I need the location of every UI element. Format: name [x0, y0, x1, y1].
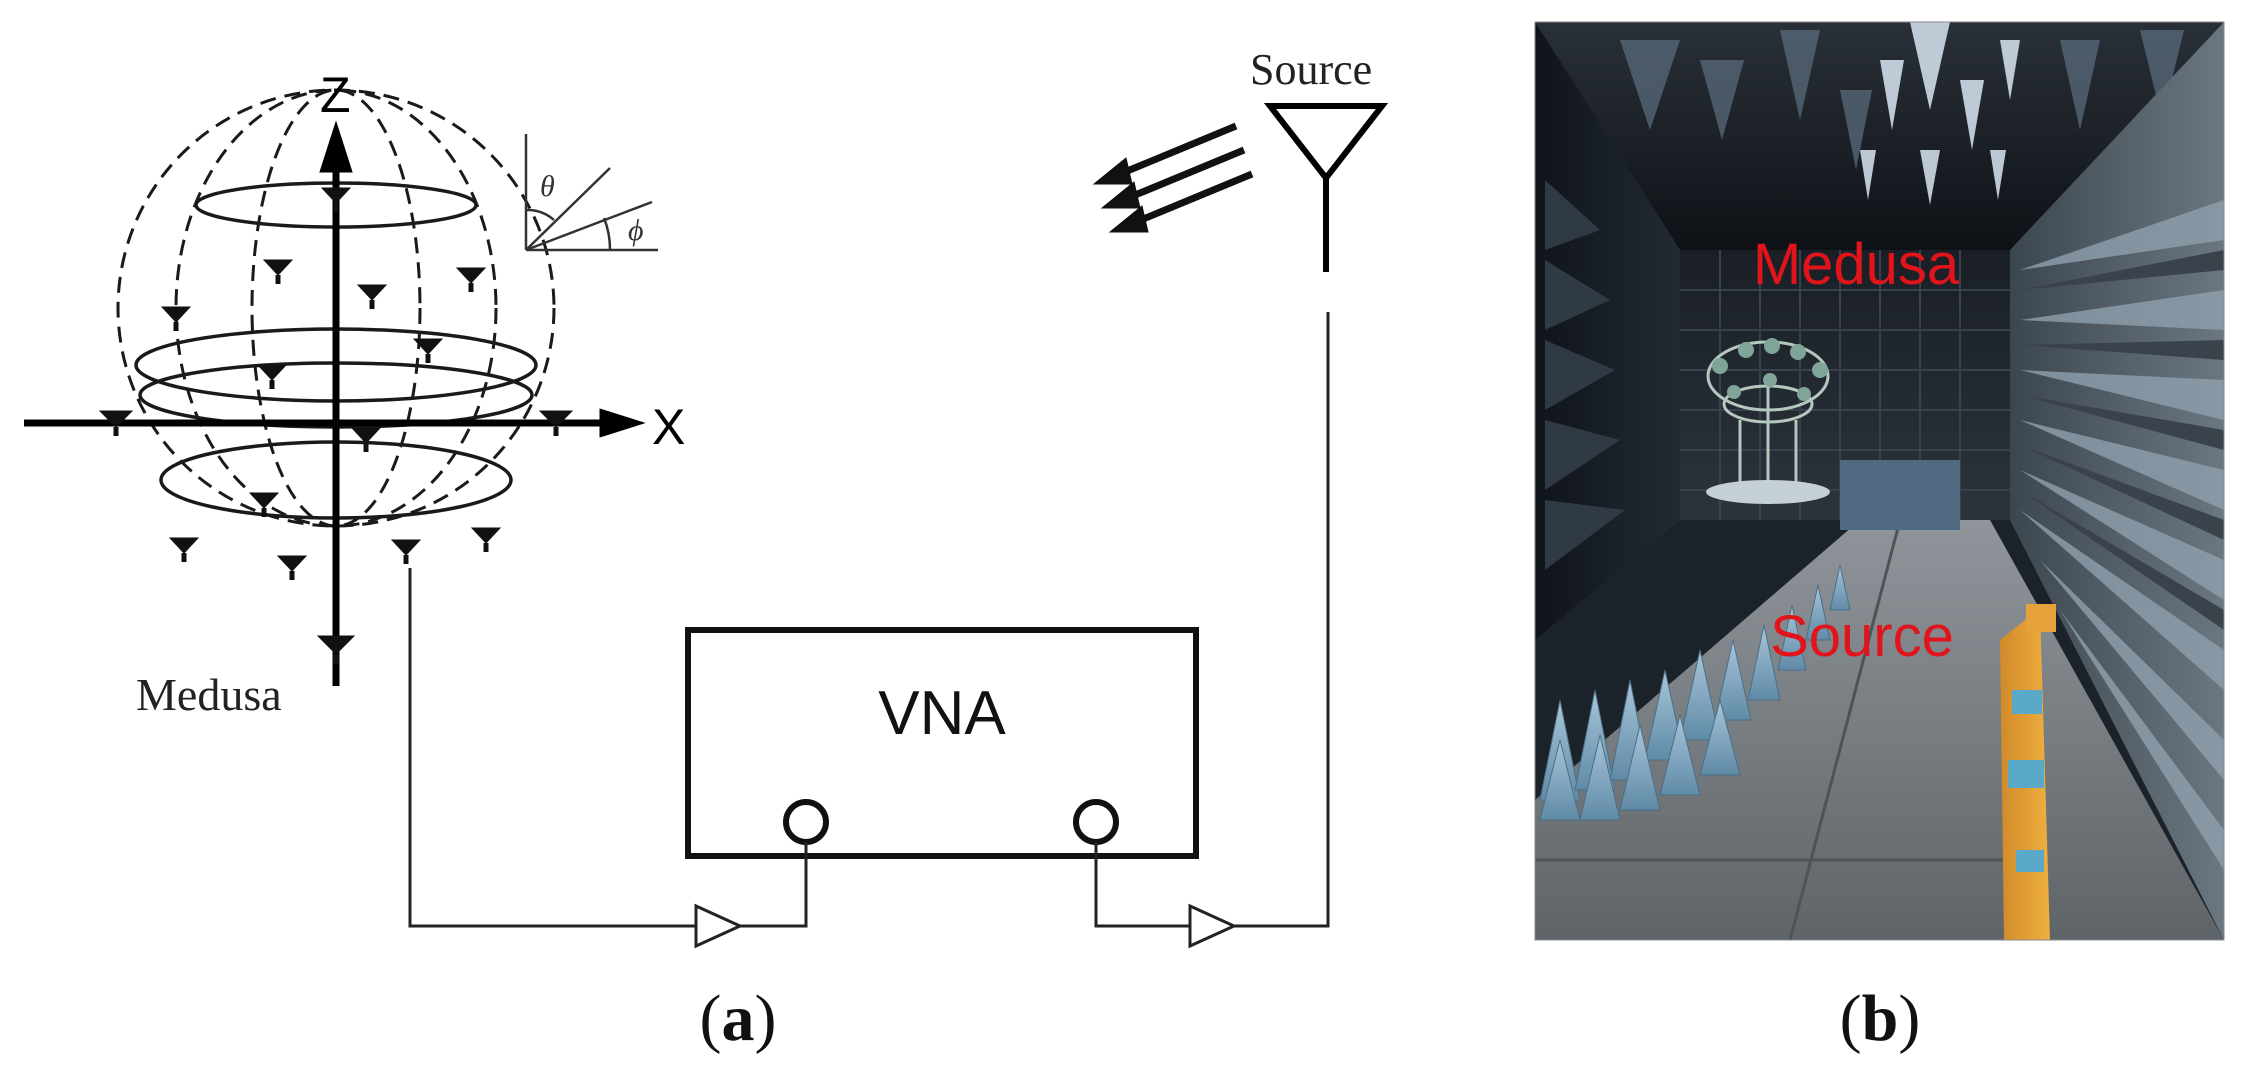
panel-a: Z X Medusa	[24, 45, 1389, 1055]
probe-icon	[390, 539, 422, 564]
wave-arrows	[1092, 122, 1254, 233]
probe-icon	[262, 259, 294, 284]
probe-icon	[320, 187, 352, 212]
chamber-photo	[1535, 22, 2224, 940]
vna-box	[685, 627, 1199, 859]
amplifier-1-icon	[694, 903, 744, 949]
medusa-label: Medusa	[136, 669, 282, 720]
source-antenna-icon	[1263, 103, 1389, 272]
source-tower-in-photo	[2000, 604, 2056, 940]
probe-icon	[316, 635, 356, 664]
probe-icon	[256, 364, 288, 389]
vna-label: VNA	[878, 679, 1006, 748]
caption-a: (a)	[700, 982, 777, 1055]
probe-icon	[98, 410, 134, 436]
probe-icon	[160, 306, 192, 331]
probe-icon	[412, 338, 444, 363]
photo-source-label: Source	[1770, 604, 1954, 669]
phi-label: ϕ	[628, 214, 644, 247]
caption-b: (b)	[1840, 982, 1921, 1055]
vna-port-1-icon	[783, 799, 829, 845]
panel-b: Medusa Source (b)	[1534, 21, 2225, 1055]
probe-antennas	[98, 187, 574, 664]
axes	[24, 120, 646, 686]
angle-inset	[524, 134, 658, 252]
probe-icon	[248, 492, 280, 517]
theta-label: θ	[540, 170, 555, 203]
probe-icon	[470, 527, 502, 552]
vna-port-2-icon	[1073, 799, 1119, 845]
x-axis-label: X	[652, 399, 685, 455]
z-arrowhead	[319, 120, 353, 173]
probe-icon	[538, 410, 574, 436]
z-axis-label: Z	[320, 67, 351, 123]
x-arrowhead	[599, 408, 646, 438]
photo-frame	[1534, 21, 2225, 941]
probe-icon	[455, 267, 487, 292]
probe-icon	[168, 537, 200, 562]
probe-icon	[356, 284, 388, 309]
cabling	[408, 312, 1330, 949]
probe-icon	[350, 427, 382, 452]
source-label: Source	[1250, 45, 1372, 94]
probe-icon	[276, 555, 308, 580]
photo-medusa-label: Medusa	[1753, 232, 1960, 297]
amplifier-2-icon	[1188, 903, 1238, 949]
